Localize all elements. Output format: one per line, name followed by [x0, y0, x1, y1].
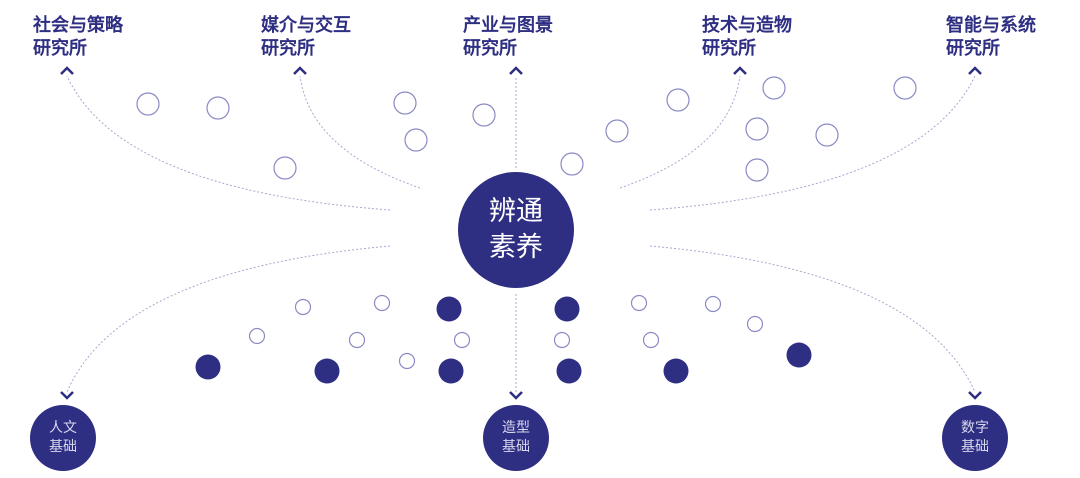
institute-industry: 产业与图景研究所 — [463, 14, 553, 60]
outline-dot-small — [398, 352, 416, 370]
institute-suffix: 研究所 — [463, 38, 517, 59]
outline-dot-small — [746, 315, 764, 333]
connector-digital — [649, 245, 976, 393]
center-node: 辨通素养 — [458, 172, 574, 288]
foundation-text: 基础 — [961, 439, 989, 455]
connector-ai — [649, 75, 976, 211]
filled-dot — [556, 358, 582, 384]
institute-name: 技术与造物 — [702, 15, 792, 36]
outline-dot — [815, 123, 839, 147]
outline-dot — [893, 76, 917, 100]
outline-dot — [472, 103, 496, 127]
outline-dot-small — [248, 327, 266, 345]
arrow-up-icon — [293, 66, 307, 75]
institute-media: 媒介与交互研究所 — [261, 14, 351, 60]
foundation-text: 数字 — [961, 420, 989, 436]
institute-name: 社会与策略 — [33, 15, 123, 36]
outline-dot — [605, 119, 629, 143]
institute-name: 产业与图景 — [463, 15, 553, 36]
center-text: 辨通 — [489, 196, 543, 227]
outline-dot-small — [373, 294, 391, 312]
institute-suffix: 研究所 — [946, 38, 1000, 59]
outline-dot-small — [642, 331, 660, 349]
center-text: 素养 — [489, 232, 543, 263]
outline-dot-small — [348, 331, 366, 349]
foundation-text: 人文 — [49, 420, 77, 436]
foundation-digital: 数字基础 — [942, 405, 1008, 471]
filled-dot — [663, 358, 689, 384]
institute-suffix: 研究所 — [261, 38, 315, 59]
institute-name: 智能与系统 — [946, 15, 1036, 36]
institute-suffix: 研究所 — [33, 38, 87, 59]
filled-dot — [786, 342, 812, 368]
connector-media — [299, 75, 421, 189]
foundation-form: 造型基础 — [483, 405, 549, 471]
outline-dot-small — [553, 331, 571, 349]
connector-social — [66, 75, 391, 211]
arrow-up-icon — [733, 66, 747, 75]
outline-dot-small — [704, 295, 722, 313]
foundation-text: 造型 — [502, 420, 530, 436]
foundation-text: 基础 — [502, 439, 530, 455]
arrow-up-icon — [509, 66, 523, 75]
filled-dot — [438, 358, 464, 384]
arrow-down-icon — [60, 391, 74, 400]
outline-dot — [404, 128, 428, 152]
arrow-up-icon — [968, 66, 982, 75]
filled-dot — [554, 296, 580, 322]
institute-suffix: 研究所 — [702, 38, 756, 59]
outline-dot — [560, 152, 584, 176]
outline-dot — [745, 158, 769, 182]
foundation-humanities: 人文基础 — [30, 405, 96, 471]
outline-dot-small — [453, 331, 471, 349]
institute-tech: 技术与造物研究所 — [702, 14, 792, 60]
institute-ai: 智能与系统研究所 — [946, 14, 1036, 60]
outline-dot — [666, 88, 690, 112]
institute-name: 媒介与交互 — [261, 15, 351, 36]
outline-dot — [273, 156, 297, 180]
arrow-up-icon — [60, 66, 74, 75]
connector-tech — [619, 75, 741, 189]
institute-social: 社会与策略研究所 — [33, 14, 123, 60]
arrow-down-icon — [968, 391, 982, 400]
outline-dot — [762, 76, 786, 100]
outline-dot — [206, 96, 230, 120]
filled-dot — [195, 354, 221, 380]
filled-dot — [436, 296, 462, 322]
connector-humanities — [66, 245, 391, 393]
outline-dot — [745, 117, 769, 141]
outline-dot — [136, 92, 160, 116]
filled-dot — [314, 358, 340, 384]
outline-dot — [393, 91, 417, 115]
arrow-down-icon — [509, 391, 523, 400]
foundation-text: 基础 — [49, 439, 77, 455]
outline-dot-small — [630, 294, 648, 312]
outline-dot-small — [294, 298, 312, 316]
